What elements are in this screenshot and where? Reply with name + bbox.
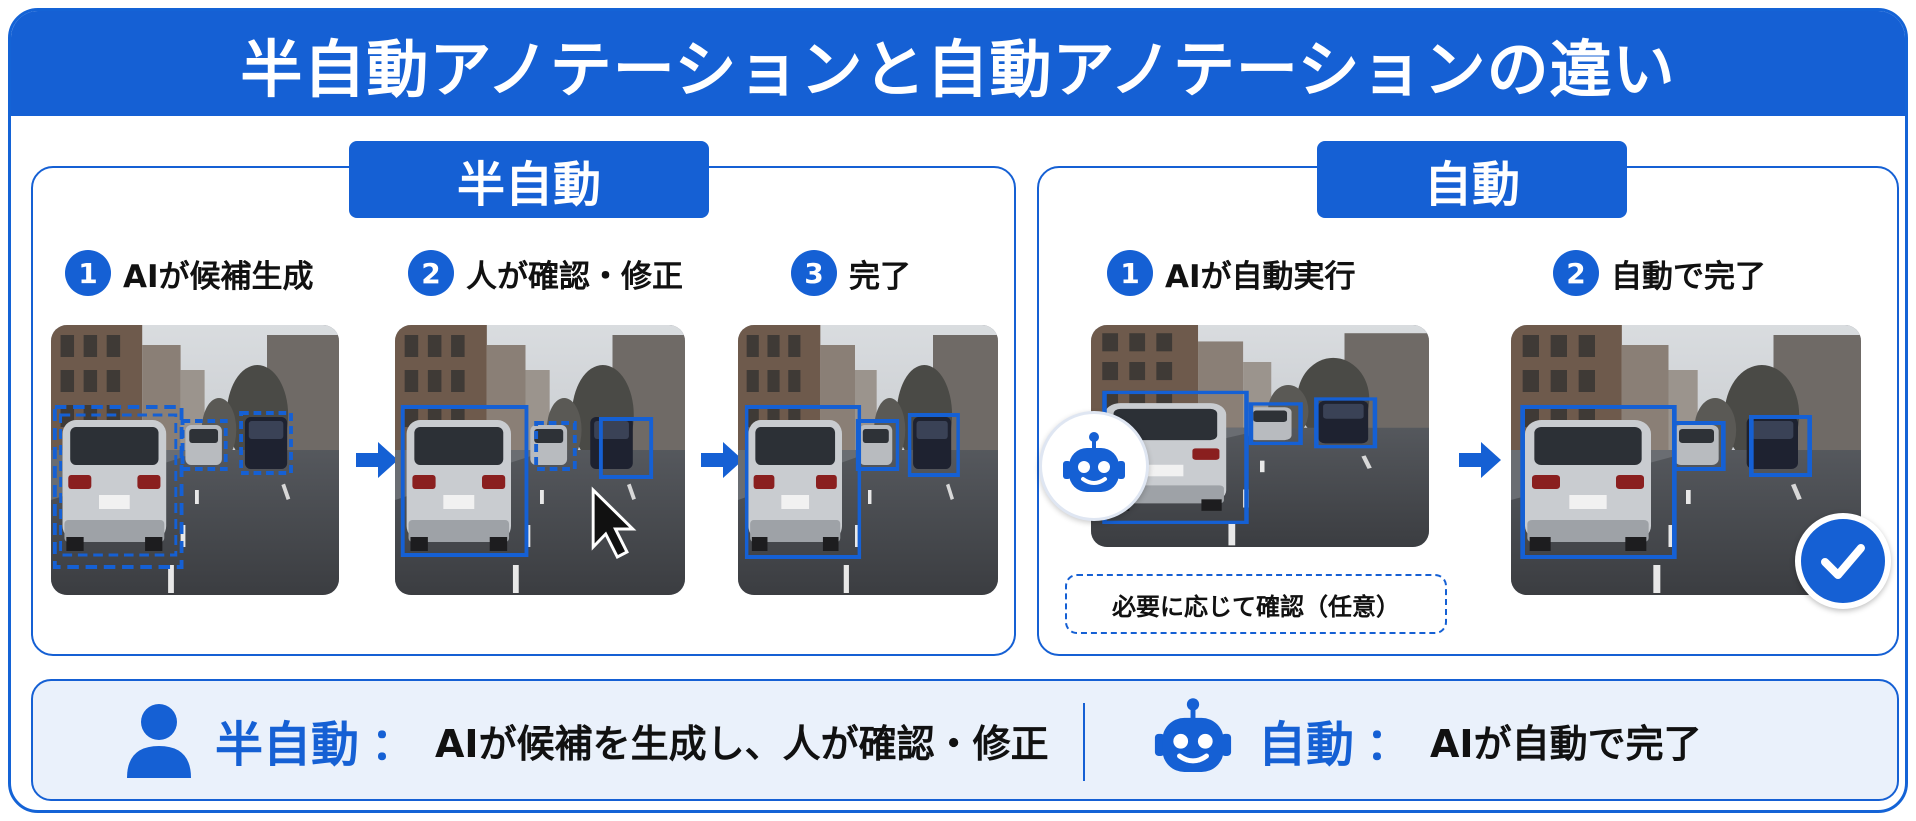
diagram-frame: 半自動アノテーションと自動アノテーションの違い 半自動 1 AIが候補生成 2 … xyxy=(8,8,1908,813)
step-label-text: AIが候補生成 xyxy=(123,258,314,295)
bounding-box xyxy=(534,421,577,471)
street-scene-image xyxy=(738,325,998,595)
bounding-box xyxy=(1248,402,1303,446)
semi-scene-review xyxy=(395,325,685,595)
bounding-box xyxy=(907,413,960,477)
summary-auto-key: 自動 xyxy=(1258,717,1355,773)
arrow-right-icon xyxy=(701,442,743,478)
step-number-badge: 2 xyxy=(408,250,454,296)
bounding-box xyxy=(1520,405,1677,559)
street-scene-image xyxy=(1091,325,1429,547)
candidate-box xyxy=(59,413,178,557)
checkmark-icon xyxy=(1821,544,1865,579)
semi-step-2: 2 人が確認・修正 xyxy=(408,250,683,296)
summary-semi-key: 半自動 xyxy=(215,717,360,773)
arrow-right-icon xyxy=(356,442,398,478)
step-number-badge: 1 xyxy=(1107,250,1153,296)
cursor-icon xyxy=(591,486,637,560)
auto-panel: 自動 1 AIが自動実行 2 自動で完了 xyxy=(1037,141,1899,656)
summary-colon: ： xyxy=(1366,719,1411,770)
robot-icon xyxy=(1063,432,1125,492)
bounding-box xyxy=(1749,415,1812,477)
check-badge xyxy=(1795,513,1891,609)
candidate-box xyxy=(52,405,184,569)
page-title: 半自動アノテーションと自動アノテーションの違い xyxy=(240,32,1676,106)
step-label-text: 完了 xyxy=(849,258,911,295)
step-number-badge: 3 xyxy=(791,250,837,296)
step-label-text: 自動で完了 xyxy=(1611,258,1766,295)
bounding-box xyxy=(1314,397,1378,449)
auto-step-1: 1 AIが自動実行 xyxy=(1107,250,1356,296)
semi-step-1: 1 AIが候補生成 xyxy=(65,250,314,296)
step-number-badge: 1 xyxy=(65,250,111,296)
auto-heading: 自動 xyxy=(1317,141,1627,218)
robot-badge xyxy=(1039,411,1149,521)
semi-auto-heading: 半自動 xyxy=(349,141,709,218)
auto-step-2: 2 自動で完了 xyxy=(1553,250,1766,296)
auto-scene-execution xyxy=(1091,325,1429,547)
optional-review-note: 必要に応じて確認（任意） xyxy=(1065,574,1447,634)
summary-semi-text: AIが候補を生成し、人が確認・修正 xyxy=(435,721,1049,766)
arrow-right-icon xyxy=(1459,442,1501,478)
street-scene-image xyxy=(1511,325,1861,595)
step-number-badge: 2 xyxy=(1553,250,1599,296)
bounding-box xyxy=(400,405,529,557)
street-scene-image xyxy=(395,325,685,595)
summary-colon: ： xyxy=(371,719,416,770)
bounding-box xyxy=(598,417,654,479)
candidate-box xyxy=(180,419,228,471)
summary-divider xyxy=(1083,703,1085,781)
bounding-box xyxy=(1672,421,1726,471)
title-bar: 半自動アノテーションと自動アノテーションの違い xyxy=(11,11,1905,116)
semi-step-3: 3 完了 xyxy=(791,250,911,296)
bounding-box xyxy=(744,405,862,559)
semi-auto-panel: 半自動 1 AIが候補生成 2 人が確認・修正 3 完了 xyxy=(31,141,1016,656)
step-label-text: 人が確認・修正 xyxy=(466,258,683,295)
person-icon xyxy=(127,704,191,778)
semi-scene-complete xyxy=(738,325,998,595)
summary-auto-text: AIが自動で完了 xyxy=(1430,721,1702,766)
step-label-text: AIが自動実行 xyxy=(1165,258,1356,295)
candidate-box xyxy=(239,411,293,475)
summary-semi-auto: 半自動 ： AIが候補を生成し、人が確認・修正 xyxy=(123,681,1049,799)
summary-auto: 自動 ： AIが自動で完了 xyxy=(1148,681,1702,799)
semi-scene-candidates xyxy=(51,325,339,595)
robot-icon xyxy=(1154,698,1232,772)
summary-bar: 半自動 ： AIが候補を生成し、人が確認・修正 自動 ： AIが自動で完了 xyxy=(31,679,1899,801)
street-scene-image xyxy=(51,325,339,595)
bounding-box xyxy=(855,419,900,471)
